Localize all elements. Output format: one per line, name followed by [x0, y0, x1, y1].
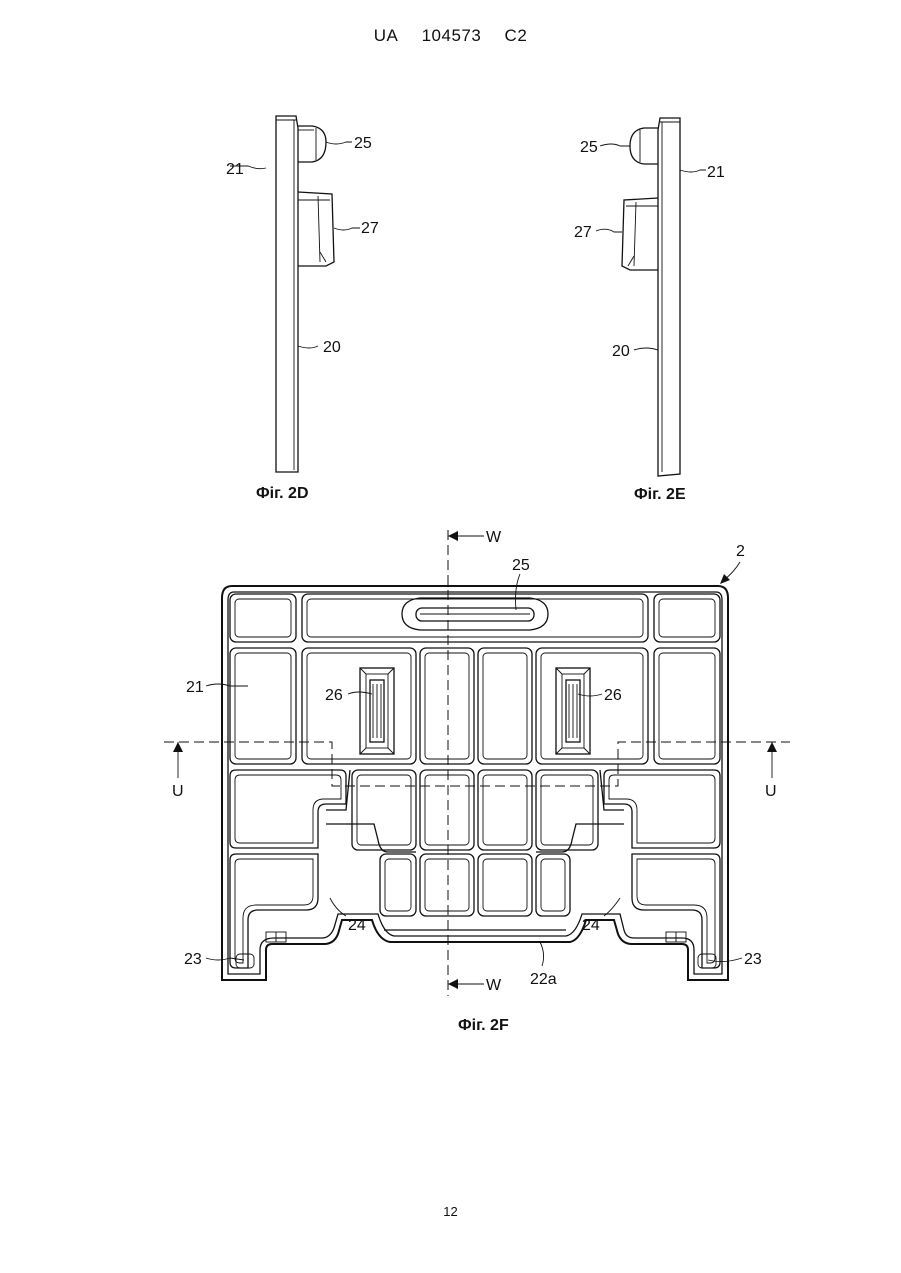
- fig-2f-bottom-row-cells: [230, 854, 720, 968]
- fig-2d-hook-27: [298, 192, 334, 266]
- reference-arrow-2: [720, 562, 740, 584]
- fig-2e-hook-27: [622, 198, 658, 270]
- label-25: 25: [512, 557, 530, 574]
- label-26-right: 26: [604, 687, 622, 704]
- leader-25: [326, 142, 352, 144]
- label-27: 27: [574, 224, 592, 241]
- section-line-w: [448, 530, 484, 996]
- label-27: 27: [361, 220, 379, 237]
- figure-2f: W W U U 2 25 21 26 26 24: [164, 529, 790, 1034]
- label-21: 21: [186, 679, 204, 696]
- fig-2f-hook-26-right: [556, 668, 590, 754]
- fig-2f-cutout-channels: [326, 770, 624, 852]
- fig-2d-knob-25: [298, 126, 326, 162]
- leader-27: [334, 228, 360, 230]
- label-2: 2: [736, 543, 745, 560]
- label-u-right: U: [765, 783, 777, 800]
- leader-23-left: [206, 958, 244, 960]
- leader-25: [600, 144, 630, 146]
- leader-21: [206, 684, 248, 686]
- label-24-left: 24: [348, 917, 366, 934]
- leader-23-right: [708, 958, 742, 962]
- leader-24-left: [330, 898, 346, 916]
- label-u-left: U: [172, 783, 184, 800]
- label-21: 21: [226, 161, 244, 178]
- leader-27: [596, 229, 622, 232]
- fig-2f-outer-contour: [222, 586, 728, 980]
- leader-24-right: [604, 898, 620, 916]
- label-26-left: 26: [325, 687, 343, 704]
- label-21: 21: [707, 164, 725, 181]
- fig-2f-top-row-cells: [230, 594, 720, 642]
- fig-2f-inner-contour: [228, 592, 722, 974]
- label-23-right: 23: [744, 951, 762, 968]
- leader-20: [634, 348, 658, 350]
- leader-21: [680, 170, 706, 172]
- leader-22a: [540, 942, 544, 966]
- label-20: 20: [612, 343, 630, 360]
- label-23-left: 23: [184, 951, 202, 968]
- fig-2f-second-row-cells: [230, 648, 720, 764]
- label-w-top: W: [486, 529, 502, 546]
- leader-20: [298, 346, 318, 348]
- fig-2e-plate: [658, 118, 680, 476]
- figure-2e: 21 25 27 20 Фіг. 2E: [574, 118, 725, 503]
- label-20: 20: [323, 339, 341, 356]
- caption-fig-2f: Фіг. 2F: [458, 1017, 509, 1034]
- label-24-right: 24: [582, 917, 600, 934]
- label-25: 25: [580, 139, 598, 156]
- caption-fig-2d: Фіг. 2D: [256, 485, 309, 502]
- caption-fig-2e: Фіг. 2E: [634, 486, 686, 503]
- fig-2f-third-row-cells: [230, 770, 720, 850]
- page-number: 12: [0, 1204, 901, 1219]
- label-w-bottom: W: [486, 977, 502, 994]
- fig-2f-slot-25: [402, 598, 548, 630]
- label-22a: 22a: [530, 971, 557, 988]
- figure-2d: 21 25 27 20 Фіг. 2D: [226, 116, 379, 502]
- fig-2e-knob-25: [630, 128, 658, 164]
- fig-2d-plate: [276, 116, 298, 472]
- fig-2f-hook-26-left: [360, 668, 394, 754]
- label-25: 25: [354, 135, 372, 152]
